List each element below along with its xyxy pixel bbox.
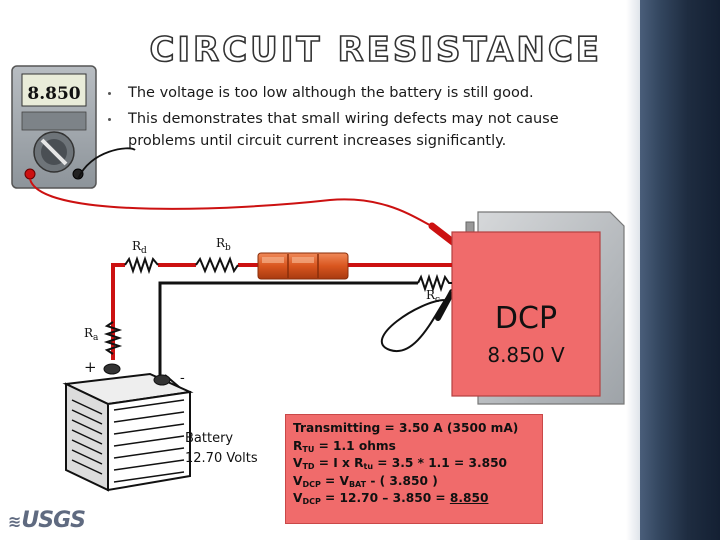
battery-terminal-negative [153, 374, 171, 386]
probe-wire-black [380, 291, 453, 353]
dcp-face [451, 231, 601, 397]
calc-line-resistance: RTU = 1.1 ohms [293, 438, 396, 454]
resistor-rd [124, 255, 159, 275]
calc-line-current: Transmitting = 3.50 A (3500 mA) [293, 421, 519, 435]
probe-wire-red [29, 178, 441, 231]
meter-red-jack [24, 168, 36, 180]
decorative-side-band [626, 0, 720, 540]
dcp-voltage: 8.850 V [487, 343, 565, 367]
calc-line-dcp-result: VDCP = 12.70 – 3.850 = 8.850 [293, 491, 489, 506]
calc-line-dcp-formula: VDCP = VBAT - ( 3.850 ) [293, 473, 438, 489]
battery-terminal-positive [103, 363, 121, 375]
battery-label-line1: Battery [185, 431, 233, 446]
multimeter: 8.850 [11, 65, 97, 189]
probe-wire-black-stub [77, 147, 136, 180]
bullet-item: This demonstrates that small wiring defe… [102, 108, 602, 152]
label-minus: - [180, 370, 185, 386]
label-rc: Rc [426, 288, 440, 305]
label-rd: Rd [132, 239, 147, 256]
slide-title: CIRCUIT RESISTANCE [149, 29, 602, 71]
label-rb: Rb [216, 236, 231, 253]
resistor-rc [417, 273, 452, 293]
usgs-logo: ≋USGS [8, 508, 86, 533]
resistor-rb [195, 256, 239, 274]
wire-connector [257, 252, 349, 280]
battery [62, 363, 194, 492]
resistor-ra [103, 321, 123, 355]
calc-line-voltage-drop: VTD = I x Rtu = 3.5 * 1.1 = 3.850 [293, 456, 508, 471]
bullet-list: The voltage is too low although the batt… [102, 82, 602, 156]
usgs-waves-icon: ≋ [8, 512, 21, 531]
dcp-label: DCP [495, 301, 557, 336]
battery-label-line2: 12.70 Volts [185, 451, 258, 466]
bullet-item: The voltage is too low although the batt… [102, 82, 602, 104]
meter-reading: 8.850 [27, 84, 80, 104]
wire-negative-a [158, 281, 418, 375]
calculation-box: Transmitting = 3.50 A (3500 mA) RTU = 1.… [285, 414, 543, 524]
label-plus: + [84, 358, 97, 376]
label-ra: Ra [84, 326, 99, 343]
dcp-enclosure: DCP 8.850 V [451, 211, 625, 405]
